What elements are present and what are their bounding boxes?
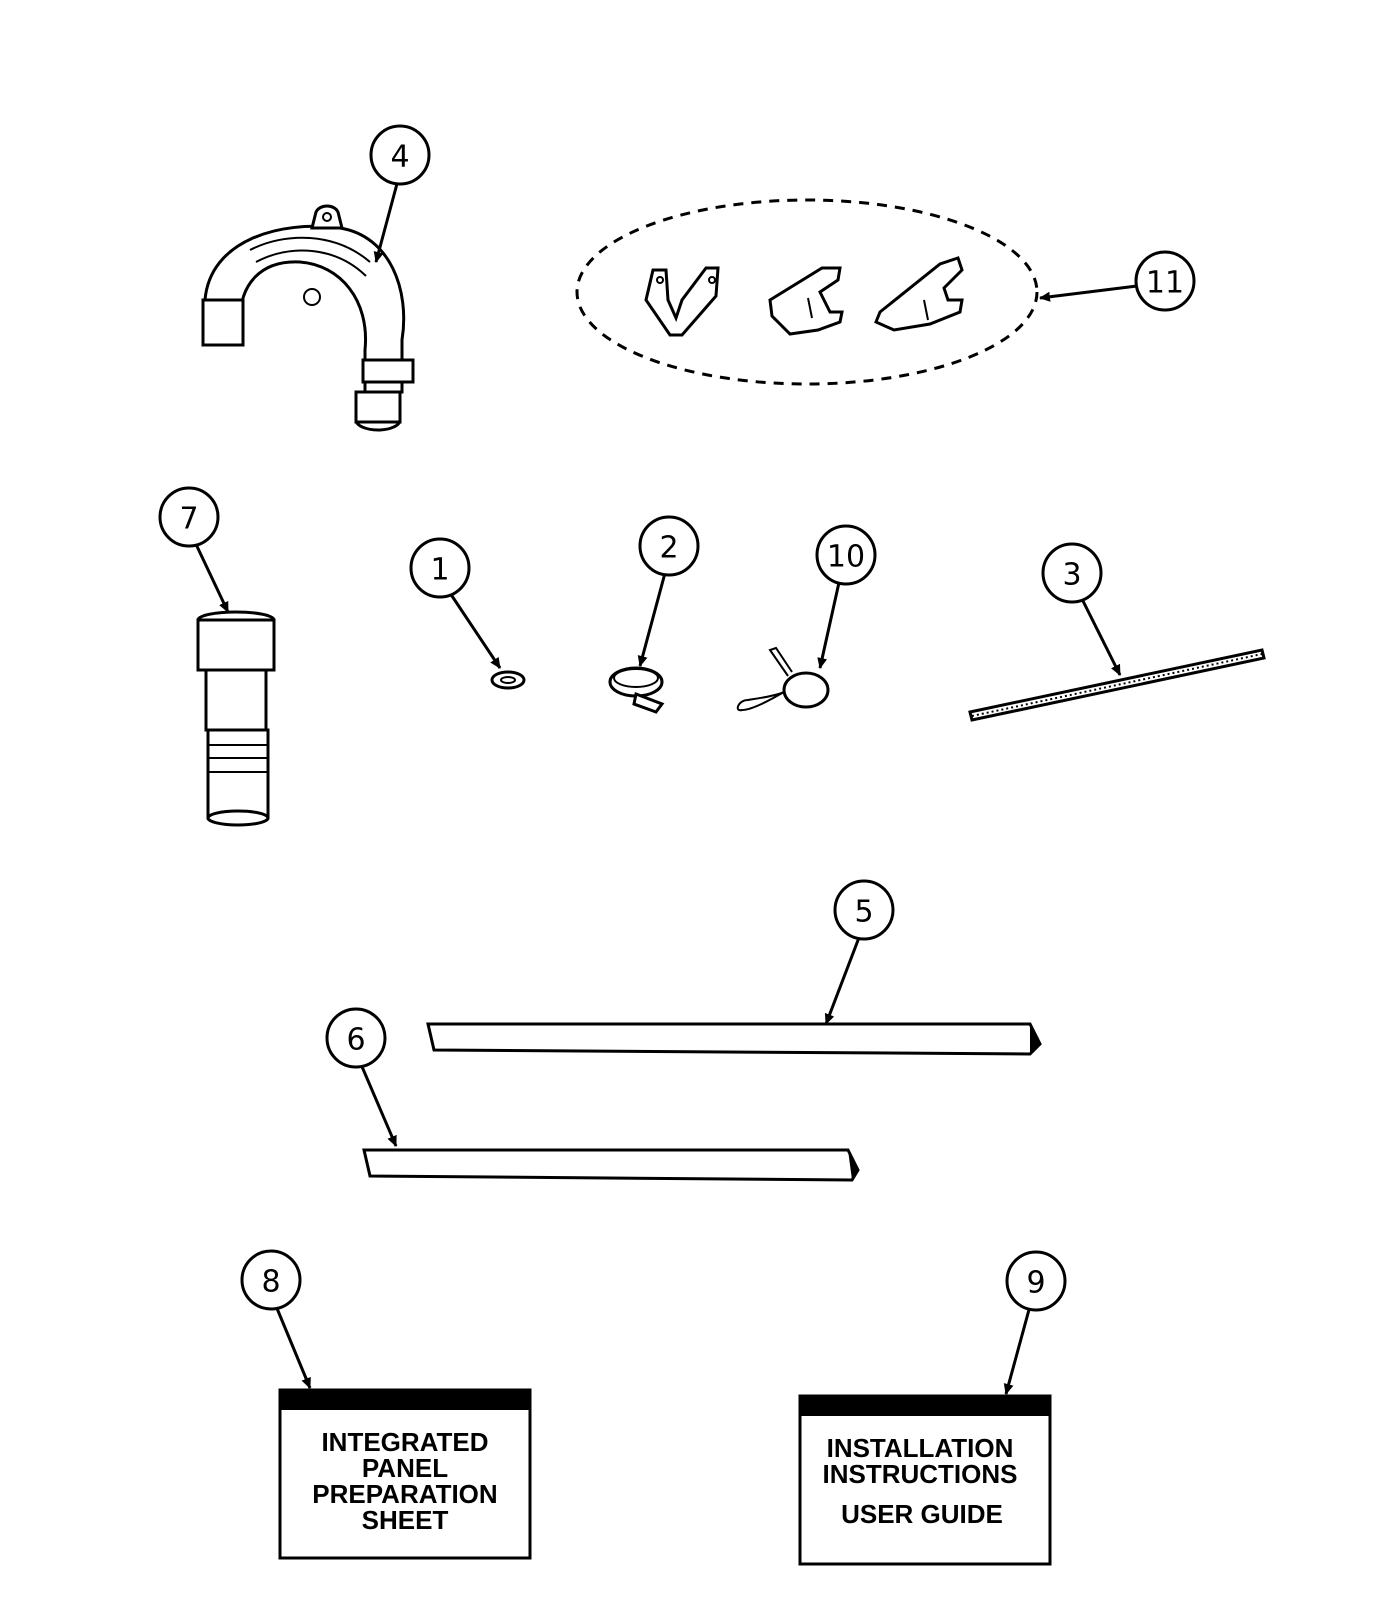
callout-11-label: 11 [1146, 266, 1184, 301]
callout-10: 10 [815, 524, 877, 586]
callout-3-label: 3 [1062, 558, 1081, 593]
callout-7: 7 [158, 486, 220, 548]
install-guide-line-2: INSTRUCTIONS [823, 1459, 1018, 1489]
callout-3: 3 [1041, 542, 1103, 604]
callout-11: 11 [1134, 250, 1196, 312]
part-4-bracket [201, 204, 415, 432]
callout-11-circle [1134, 250, 1196, 312]
part-9-install-guide: INSTALLATION INSTRUCTIONS USER GUIDE [798, 1394, 1052, 1566]
part-6-strip [362, 1148, 860, 1182]
panel-sheet-line-1: INTEGRATED [321, 1427, 488, 1457]
callout-10-circle [815, 524, 877, 586]
part-3-threaded-rod [968, 648, 1266, 722]
callout-10-label: 10 [827, 540, 865, 575]
panel-sheet-line-2: PANEL [362, 1453, 448, 1483]
install-guide-line-3: USER GUIDE [841, 1499, 1003, 1529]
callout-9-circle [1005, 1250, 1067, 1312]
callout-8-circle [240, 1249, 302, 1311]
callout-1-label: 1 [430, 553, 449, 588]
callout-2-label: 2 [659, 531, 678, 566]
callout-5: 5 [833, 879, 895, 941]
install-guide-line-1: INSTALLATION [827, 1433, 1014, 1463]
part-2-clamp [608, 666, 665, 714]
panel-sheet-header-bar [280, 1390, 530, 1410]
callout-3-circle [1041, 542, 1103, 604]
callout-5-label: 5 [854, 895, 873, 930]
callout-6-circle [325, 1007, 387, 1069]
part-11-group-outline [575, 198, 1039, 386]
callout-5-circle [833, 879, 895, 941]
part-1-washer [490, 670, 526, 690]
panel-sheet-line-3: PREPARATION [312, 1479, 497, 1509]
callout-9-label: 9 [1026, 1266, 1045, 1301]
callout-6-label: 6 [346, 1023, 365, 1058]
part-7-adapter [196, 610, 276, 827]
callout-9: 9 [1005, 1250, 1067, 1312]
callout-8: 8 [240, 1249, 302, 1311]
callout-4: 4 [369, 124, 431, 186]
callout-2: 2 [638, 515, 700, 577]
install-guide-header-bar [800, 1396, 1050, 1416]
callout-7-label: 7 [179, 502, 198, 537]
callout-6: 6 [325, 1007, 387, 1069]
panel-sheet-line-4: SHEET [362, 1505, 449, 1535]
callout-7-circle [158, 486, 220, 548]
part-5-strip [426, 1022, 1042, 1056]
callout-2-circle [638, 515, 700, 577]
callout-4-circle [369, 124, 431, 186]
part-10-clip [736, 646, 830, 712]
part-8-panel-sheet: INTEGRATED PANEL PREPARATION SHEET [278, 1388, 532, 1560]
callout-4-label: 4 [390, 140, 409, 175]
callout-1-circle [409, 537, 471, 599]
part-11-brackets [575, 198, 1039, 386]
callout-1: 1 [409, 537, 471, 599]
callout-8-label: 8 [261, 1265, 280, 1300]
